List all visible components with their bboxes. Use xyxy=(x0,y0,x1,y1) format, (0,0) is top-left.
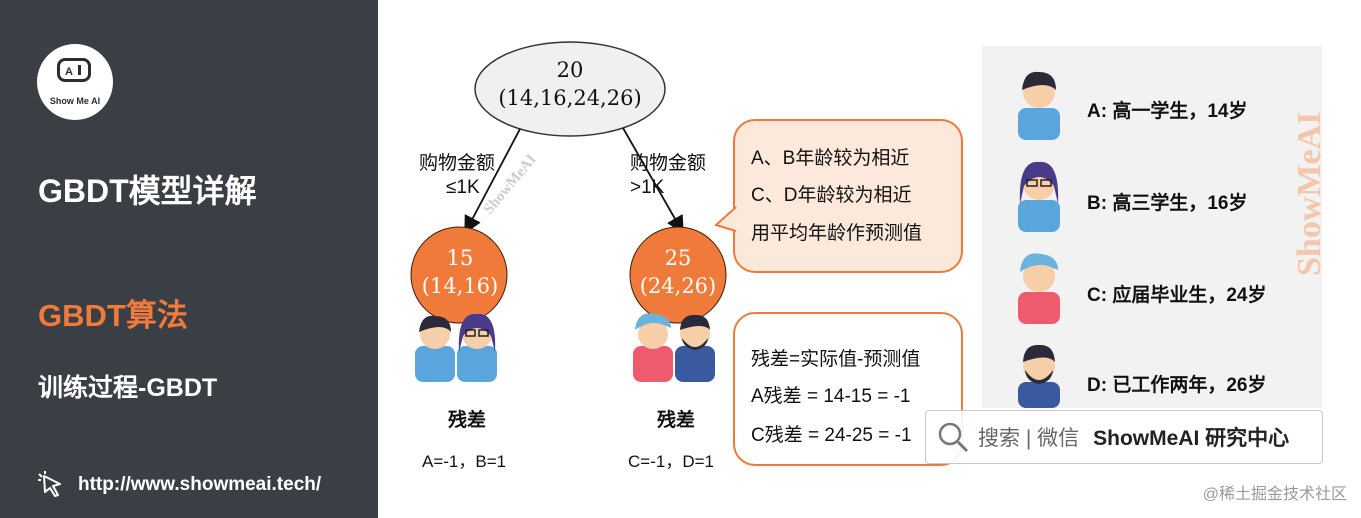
residual-line-2: A残差 = 14-15 = -1 xyxy=(751,386,911,407)
callout-line-3: 用平均年龄作预测值 xyxy=(751,223,923,244)
showmeai-logo[interactable]: A Show Me AI xyxy=(37,44,113,120)
callout-line-1: A、B年龄较为相近 xyxy=(751,148,910,169)
person-d-avatar xyxy=(1018,344,1060,408)
person-d-label: D: 已工作两年，26岁 xyxy=(1087,375,1267,396)
residual-callout: 残差=实际值-预测值 A残差 = 14-15 = -1 C残差 = 24-25 … xyxy=(733,312,963,466)
root-value: 20 xyxy=(556,58,584,82)
person-b-avatar xyxy=(1018,161,1060,232)
section-subtitle: 训练过程-GBDT xyxy=(38,374,218,402)
website-link-text[interactable]: http://www.showmeai.tech/ xyxy=(78,474,322,495)
cursor-click-icon xyxy=(38,471,61,497)
page-title: GBDT模型详解 xyxy=(38,173,257,209)
search-bar-account: ShowMeAI 研究中心 xyxy=(1093,427,1290,450)
right-edge-condition: >1K xyxy=(630,177,665,198)
person-b-avatar-small xyxy=(457,313,497,382)
vertical-watermark: ShowMeAI xyxy=(1291,112,1328,276)
svg-text:A: A xyxy=(65,66,73,78)
left-residual-values: A=-1，B=1 xyxy=(422,452,507,471)
section-title: GBDT算法 xyxy=(38,298,188,333)
wechat-search-bar[interactable]: 搜索 | 微信 ShowMeAI 研究中心 xyxy=(925,410,1323,464)
sidebar: A Show Me AI GBDT模型详解 GBDT算法 训练过程-GBDT h… xyxy=(0,0,378,518)
logo-text: Show Me AI xyxy=(49,96,101,106)
right-residual-values: C=-1，D=1 xyxy=(628,452,714,471)
person-c-label: C: 应届毕业生，24岁 xyxy=(1087,285,1267,306)
person-a-avatar-small xyxy=(415,315,455,382)
residual-line-3: C残差 = 24-25 = -1 xyxy=(751,425,912,446)
left-edge-condition: ≤1K xyxy=(446,177,480,198)
person-c-avatar xyxy=(1018,253,1060,324)
right-leaf-value: 25 xyxy=(664,246,692,270)
left-edge-label: 购物金额 xyxy=(419,153,496,174)
residual-line-1: 残差=实际值-预测值 xyxy=(751,349,921,370)
footer-watermark: @稀土掘金技术社区 xyxy=(1202,486,1347,503)
search-bar-hint: 搜索 | 微信 xyxy=(978,427,1080,450)
svg-text:ShowMeAI: ShowMeAI xyxy=(1291,112,1328,276)
left-edge xyxy=(464,128,521,235)
right-edge xyxy=(622,127,684,235)
decision-tree-diagram: ShowMeAI xyxy=(410,41,727,382)
person-b-label: B: 高三学生，16岁 xyxy=(1087,193,1248,214)
root-node xyxy=(474,41,666,137)
right-leaf-node xyxy=(629,226,727,324)
right-leaf-set: (24,26) xyxy=(639,274,717,298)
person-a-label: A: 高一学生，14岁 xyxy=(1087,101,1248,122)
right-residual-title: 残差 xyxy=(657,410,696,431)
left-residual-title: 残差 xyxy=(448,410,487,431)
robot-face-icon: A xyxy=(57,58,91,82)
callout-line-2: C、D年龄较为相近 xyxy=(751,185,912,206)
root-set: (14,16,24,26) xyxy=(498,86,642,110)
search-icon xyxy=(938,422,969,453)
person-c-avatar-small xyxy=(633,313,673,382)
callout-pointer xyxy=(714,206,737,232)
website-link[interactable]: http://www.showmeai.tech/ xyxy=(36,470,321,500)
person-a-avatar xyxy=(1018,71,1060,140)
people-panel: A: 高一学生，14岁 B: 高三学生，16岁 C: 应届毕业生，24岁 D: … xyxy=(982,46,1322,408)
left-leaf-set: (14,16) xyxy=(421,274,499,298)
left-leaf-value: 15 xyxy=(446,246,474,270)
right-edge-label: 购物金额 xyxy=(630,153,707,174)
prediction-callout: A、B年龄较为相近 C、D年龄较为相近 用平均年龄作预测值 xyxy=(733,119,963,273)
person-d-avatar-small xyxy=(675,314,715,382)
left-leaf-node xyxy=(410,226,508,324)
